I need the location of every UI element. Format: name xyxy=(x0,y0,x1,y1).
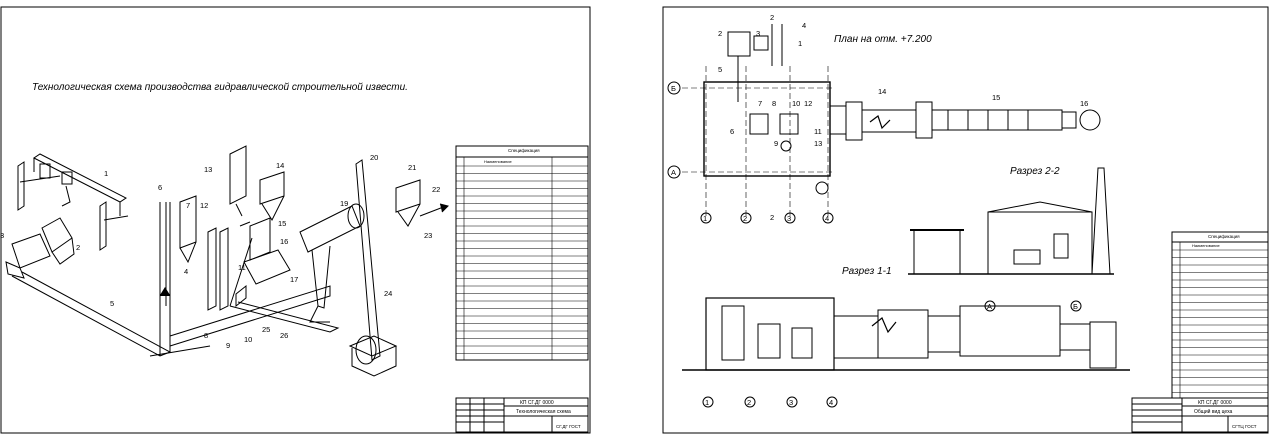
svg-text:10: 10 xyxy=(244,335,252,344)
svg-text:7: 7 xyxy=(758,99,762,108)
svg-text:4: 4 xyxy=(184,267,188,276)
title-block-sheet: СГ.ДГ ГОСТ xyxy=(556,424,581,429)
svg-text:20: 20 xyxy=(370,153,378,162)
svg-text:11: 11 xyxy=(238,263,246,272)
svg-text:22: 22 xyxy=(432,185,440,194)
title-block-name: Технологическая схема xyxy=(516,409,571,415)
svg-text:4: 4 xyxy=(825,214,829,223)
svg-text:А: А xyxy=(671,168,676,177)
svg-text:Наименование: Наименование xyxy=(484,159,513,164)
sheet-workshop-layout: План на отм. +7.200 Б А xyxy=(662,6,1270,434)
svg-text:6: 6 xyxy=(158,183,162,192)
svg-text:16: 16 xyxy=(280,237,288,246)
title-block-2 xyxy=(1131,397,1269,433)
section-11-title: Разрез 1-1 xyxy=(842,266,892,277)
svg-text:15: 15 xyxy=(278,219,286,228)
svg-text:16: 16 xyxy=(1080,99,1088,108)
svg-text:4: 4 xyxy=(802,21,806,30)
svg-text:2: 2 xyxy=(770,213,774,222)
title-block-2-code: КП СГ.ДГ 0000 xyxy=(1198,400,1232,406)
spec-table: Спецификация Наименование xyxy=(455,145,589,361)
title-block xyxy=(455,397,589,433)
title-block-2-name: Общий вид цеха xyxy=(1194,408,1233,415)
svg-text:8: 8 xyxy=(204,331,208,340)
section-22-view xyxy=(908,167,1114,275)
section-11-view xyxy=(682,297,1130,371)
svg-text:2: 2 xyxy=(743,214,747,223)
equipment-isometric xyxy=(5,145,449,377)
svg-text:26: 26 xyxy=(280,331,288,340)
svg-text:21: 21 xyxy=(408,163,416,172)
svg-text:9: 9 xyxy=(774,139,778,148)
svg-text:10: 10 xyxy=(792,99,800,108)
svg-text:Спецификация: Спецификация xyxy=(1208,234,1240,239)
svg-text:Наименование: Наименование xyxy=(1192,243,1221,248)
svg-text:3: 3 xyxy=(787,214,791,223)
svg-text:2: 2 xyxy=(76,243,80,252)
svg-text:19: 19 xyxy=(340,199,348,208)
svg-text:1: 1 xyxy=(705,398,709,407)
svg-text:9: 9 xyxy=(226,341,230,350)
layout-drawing: План на отм. +7.200 Б А xyxy=(662,6,1269,434)
svg-text:24: 24 xyxy=(384,289,392,298)
svg-text:2: 2 xyxy=(747,398,751,407)
sheet-technological-scheme: Технологическая схема производства гидра… xyxy=(0,6,592,434)
svg-text:5: 5 xyxy=(718,65,722,74)
svg-text:Б: Б xyxy=(1073,302,1078,311)
svg-text:5: 5 xyxy=(110,299,114,308)
scheme-title: Технологическая схема производства гидра… xyxy=(32,82,408,93)
section-11-axes: 1 2 3 4 xyxy=(702,396,838,408)
plan-view xyxy=(682,24,1101,216)
plan-title: План на отм. +7.200 xyxy=(834,34,932,45)
svg-text:3: 3 xyxy=(0,231,4,240)
title-block-code: КП СГ.ДГ 0000 xyxy=(520,400,554,406)
svg-text:2: 2 xyxy=(770,13,774,22)
svg-text:11: 11 xyxy=(814,127,822,136)
svg-text:1: 1 xyxy=(798,39,802,48)
svg-text:3: 3 xyxy=(789,398,793,407)
svg-text:3: 3 xyxy=(756,29,760,38)
svg-text:1: 1 xyxy=(703,214,707,223)
svg-text:2: 2 xyxy=(718,29,722,38)
spec-table-2: Спецификация Наименование xyxy=(1171,231,1269,399)
scheme-callouts: 1 2 3 4 5 6 7 8 9 10 11 12 13 14 15 16 1… xyxy=(0,153,440,350)
svg-text:7: 7 xyxy=(186,201,190,210)
svg-text:23: 23 xyxy=(424,231,432,240)
plan-axes: Б А 1 2 3 4 2 2 xyxy=(667,13,834,224)
svg-text:6: 6 xyxy=(730,127,734,136)
svg-text:Спецификация: Спецификация xyxy=(508,148,540,153)
svg-text:12: 12 xyxy=(200,201,208,210)
plan-callouts: 1 2 3 4 5 6 7 8 9 10 11 12 13 14 15 16 xyxy=(718,21,1088,148)
svg-text:4: 4 xyxy=(829,398,833,407)
title-block-2-sheet: СГТЦ ГОСТ xyxy=(1232,424,1257,429)
svg-text:25: 25 xyxy=(262,325,270,334)
svg-text:8: 8 xyxy=(772,99,776,108)
svg-text:14: 14 xyxy=(878,87,886,96)
svg-text:Б: Б xyxy=(671,84,676,93)
svg-text:13: 13 xyxy=(204,165,212,174)
svg-text:14: 14 xyxy=(276,161,284,170)
section-22-title: Разрез 2-2 xyxy=(1010,166,1060,177)
scheme-drawing: Технологическая схема производства гидра… xyxy=(0,6,591,434)
svg-text:15: 15 xyxy=(992,93,1000,102)
svg-text:17: 17 xyxy=(290,275,298,284)
svg-text:1: 1 xyxy=(104,169,108,178)
svg-text:13: 13 xyxy=(814,139,822,148)
svg-text:12: 12 xyxy=(804,99,812,108)
